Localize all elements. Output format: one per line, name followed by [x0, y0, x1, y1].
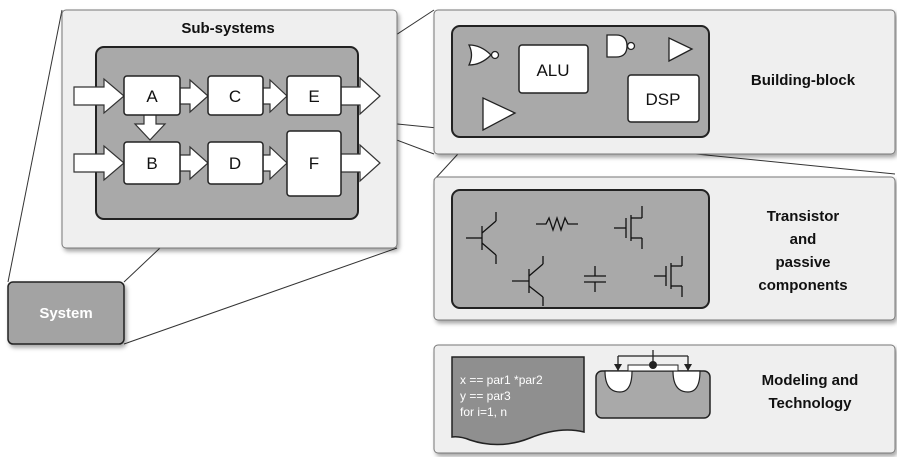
capacitor-icon [584, 266, 606, 292]
block-a: A [123, 75, 181, 116]
subsystems-panel: Sub-systems A C E B [61, 9, 398, 249]
building-block-panel: ALU DSP Building-block [433, 9, 896, 155]
block-e: E [286, 75, 342, 116]
block-d-label: D [229, 154, 241, 173]
nand-gate-icon [606, 34, 636, 58]
block-b: B [123, 141, 181, 185]
transistor-label: Transistor and passive components [758, 208, 847, 294]
code-line-3: for i=1, n [460, 405, 507, 419]
block-f-label: F [309, 154, 319, 173]
mosfet-2-icon [654, 256, 683, 297]
transistor-label-line-3: passive [775, 254, 830, 271]
system-block: System [7, 281, 125, 345]
code-document [451, 356, 585, 446]
block-b-label: B [146, 154, 157, 173]
subsystems-title: Sub-systems [181, 20, 274, 37]
block-c-label: C [229, 87, 241, 106]
block-a-label: A [146, 87, 158, 106]
modeling-panel: x == par1 *par2 y == par3 for i=1, n Mod… [433, 344, 896, 454]
block-d: D [207, 141, 264, 185]
block-f: F [286, 130, 342, 197]
arrow-in-top [73, 77, 125, 115]
transistor-label-line-4: components [758, 277, 847, 294]
arrow-a-c [179, 78, 209, 114]
alu-label: ALU [536, 61, 569, 80]
code-line-1: x == par1 *par2 [460, 373, 543, 387]
arrow-in-bottom [73, 144, 125, 182]
transistor-label-line-1: Transistor [767, 208, 840, 225]
block-c: C [207, 75, 264, 116]
bjt-transistor-icon [466, 212, 497, 264]
alu-block: ALU [518, 44, 589, 94]
arrow-c-e [262, 78, 288, 114]
dsp-block: DSP [627, 74, 700, 123]
arrow-f-out [340, 143, 381, 183]
amplifier-icon [482, 96, 517, 132]
flow-arrows [73, 76, 381, 183]
transistor-label-line-2: and [790, 231, 817, 248]
transistor-panel: Transistor and passive components [433, 176, 896, 321]
transistor-inner [451, 189, 710, 309]
buffer-icon [668, 36, 694, 63]
transistor-cross-section [595, 350, 711, 419]
code-line-2: y == par3 [460, 389, 511, 403]
dsp-label: DSP [646, 90, 681, 109]
modeling-label-line-2: Technology [768, 395, 852, 412]
arrow-b-d [179, 145, 209, 181]
block-e-label: E [308, 87, 319, 106]
arrow-d-f [262, 145, 288, 181]
arrow-e-out [340, 76, 381, 116]
bjt-transistor-2-icon [512, 256, 544, 306]
building-block-label: Building-block [751, 72, 856, 89]
system-label: System [39, 305, 92, 322]
mosfet-icon [614, 206, 643, 249]
nor-gate-icon [467, 44, 500, 66]
modeling-label-line-1: Modeling and [762, 372, 859, 389]
resistor-icon [536, 215, 578, 233]
